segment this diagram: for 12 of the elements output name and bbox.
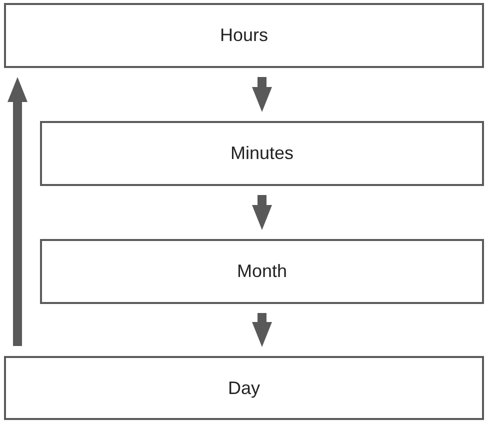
process-box bbox=[40, 121, 484, 186]
process-box bbox=[40, 239, 484, 304]
process-box bbox=[4, 3, 484, 68]
arrow bbox=[252, 195, 272, 230]
arrow bbox=[252, 313, 272, 347]
arrow bbox=[8, 77, 28, 346]
node-label: Month bbox=[236, 261, 288, 282]
node-label: Day bbox=[228, 378, 260, 398]
node-label: Hours bbox=[220, 25, 268, 46]
process-box bbox=[4, 356, 484, 420]
node-label: Minutes bbox=[230, 143, 294, 164]
arrow bbox=[252, 77, 272, 112]
